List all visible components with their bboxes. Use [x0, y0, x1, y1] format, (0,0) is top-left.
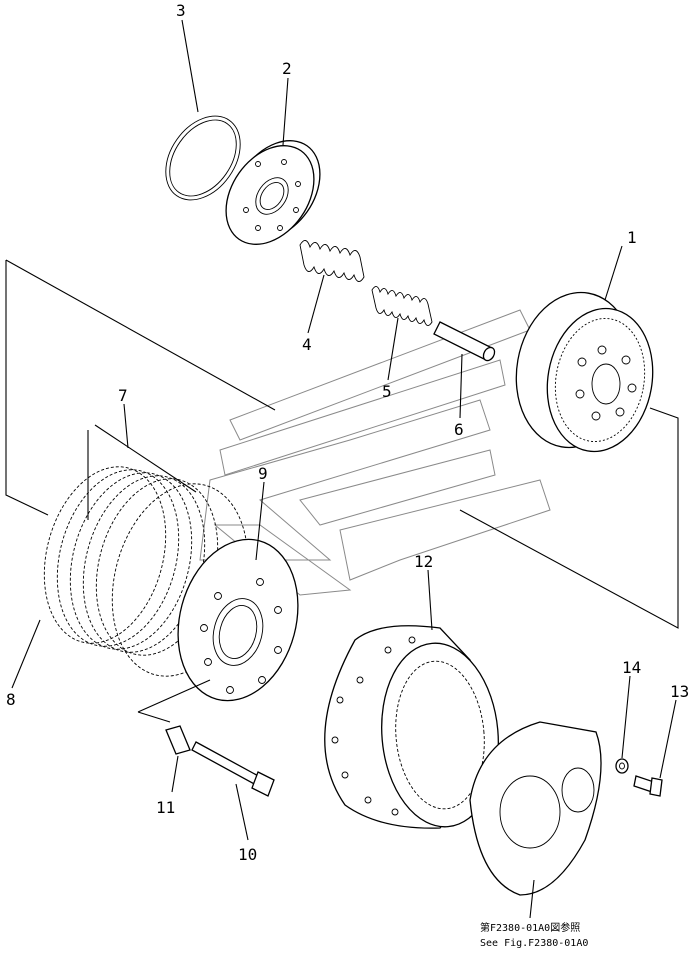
part-6-pin [433, 321, 496, 362]
cover-plate [469, 721, 602, 896]
part-9-hub [177, 538, 299, 702]
callout-7: 7 [118, 386, 128, 405]
callout-10: 10 [238, 845, 257, 864]
callout-5: 5 [382, 382, 392, 401]
part-11-lock-plate [165, 725, 191, 755]
part-5-spring [371, 286, 433, 326]
callout-labels: 1 2 3 4 5 6 7 8 9 10 11 12 13 14 [6, 1, 689, 864]
callout-12: 12 [414, 552, 433, 571]
part-4-spring [299, 240, 365, 282]
callout-3: 3 [176, 1, 186, 20]
part-10-bolt [191, 741, 275, 797]
callout-6: 6 [454, 420, 464, 439]
watermark-logo [199, 309, 551, 596]
part-14-washer [615, 758, 629, 774]
assembly-guide-lines [5, 259, 679, 723]
part-2-plate [225, 140, 321, 245]
callout-2: 2 [282, 59, 292, 78]
reference-note-en: See Fig.F2380-01A0 [480, 938, 588, 949]
part-1-ring-gear [515, 291, 654, 453]
callout-4: 4 [302, 335, 312, 354]
callout-8: 8 [6, 690, 16, 709]
part-13-bolt [633, 775, 663, 797]
reference-note-jp: 第F2380-01A0図参照 [480, 921, 580, 934]
leader-lines [11, 19, 677, 919]
reference-note: 第F2380-01A0図参照 See Fig.F2380-01A0 [480, 921, 588, 949]
part-12-drum [324, 625, 499, 829]
callout-9: 9 [258, 464, 268, 483]
callout-11: 11 [156, 798, 175, 817]
callout-1: 1 [627, 228, 637, 247]
callout-14: 14 [622, 658, 641, 677]
part-3-snap-ring [165, 115, 241, 201]
callout-13: 13 [670, 682, 689, 701]
